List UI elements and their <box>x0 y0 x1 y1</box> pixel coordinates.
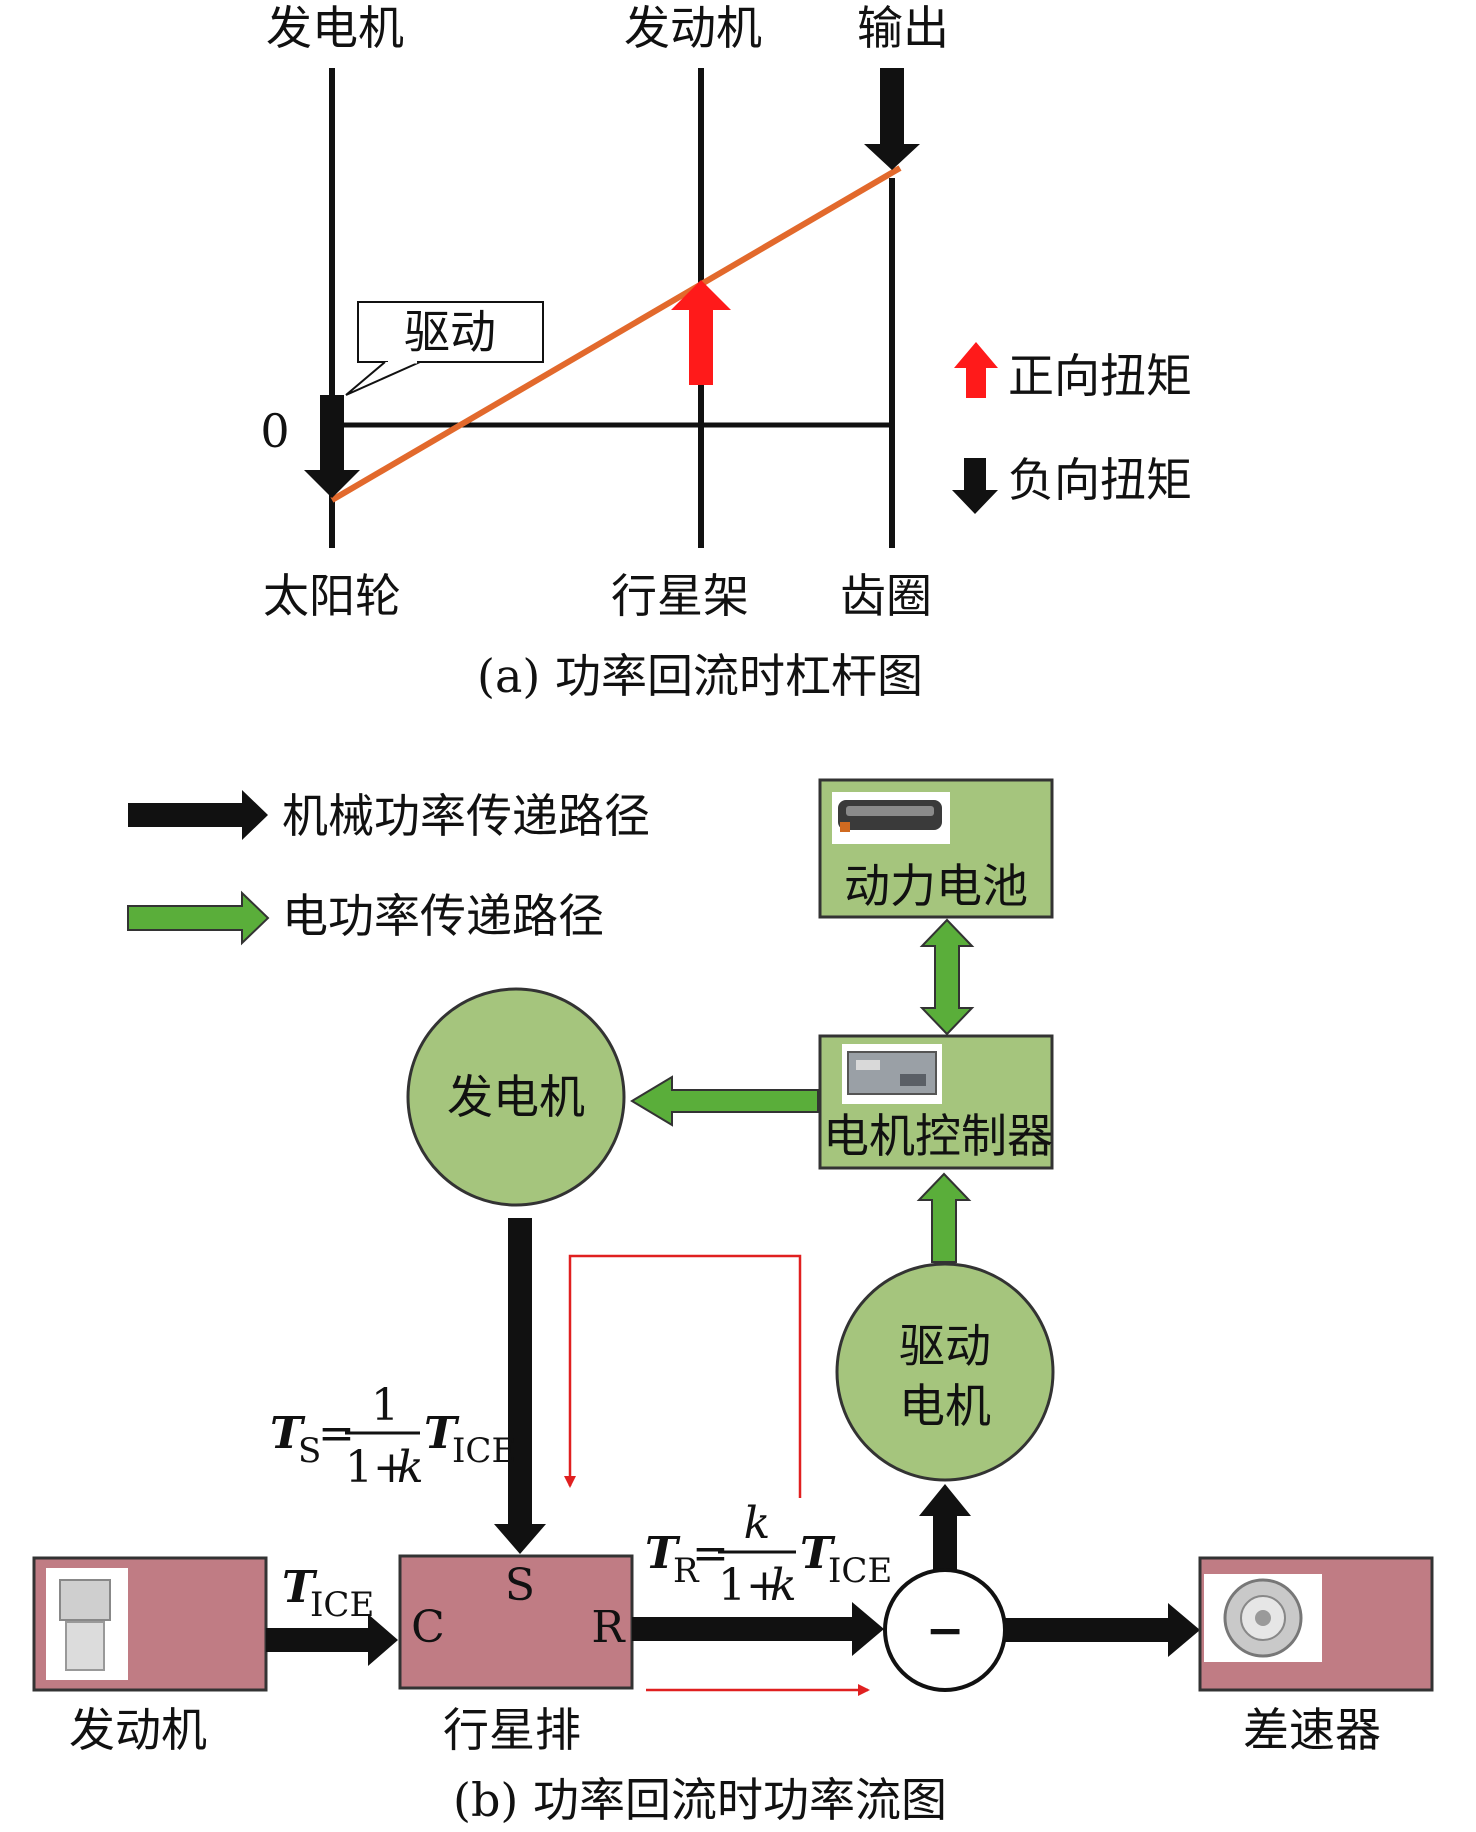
negative-torque-legend-label: 负向扭矩 <box>1008 453 1192 507</box>
caption-b: (b) 功率回流时功率流图 <box>453 1773 947 1827</box>
electrical-path-legend-arrow <box>127 890 270 946</box>
electrical-path-legend-label: 电功率传递路径 <box>282 889 604 943</box>
power-return-loop <box>564 1254 802 1498</box>
positive-torque-legend-label: 正向扭矩 <box>1008 349 1192 403</box>
drive-motor-label-line2: 电机 <box>899 1379 991 1433</box>
motor-to-controller-arrow <box>916 1172 972 1263</box>
tr-rhs-subscript: ICE <box>828 1551 892 1591</box>
junction-symbol: − <box>926 1603 965 1657</box>
ts-denominator-k: k <box>397 1442 424 1493</box>
mechanical-path-legend-arrow <box>128 790 268 840</box>
controller-to-generator-arrow <box>630 1075 819 1127</box>
positive-torque-legend-icon <box>954 342 998 398</box>
port-r-label: R <box>591 1602 626 1653</box>
drive-motor-label-line1: 驱动 <box>899 1319 991 1373</box>
formula-tice: T ICE <box>282 1562 374 1625</box>
engine-label: 发动机 <box>69 1703 207 1757</box>
port-c-label: C <box>411 1602 445 1653</box>
battery-controller-double-arrow <box>919 918 975 1036</box>
generator-node <box>406 987 626 1207</box>
carrier-positive-torque-arrow <box>671 280 731 385</box>
label-output-top: 输出 <box>857 1 949 55</box>
negative-torque-legend-icon <box>952 458 998 514</box>
ts-symbol: T <box>270 1408 306 1459</box>
tr-symbol: T <box>645 1528 681 1579</box>
planetary-label: 行星排 <box>443 1703 581 1757</box>
tice-subscript: ICE <box>310 1585 374 1625</box>
ts-numerator: 1 <box>371 1380 399 1431</box>
sun-negative-torque-arrow <box>304 395 360 498</box>
label-carrier: 行星架 <box>611 569 749 623</box>
generator-to-planetary-arrow <box>494 1218 546 1554</box>
lever-line <box>330 165 902 503</box>
generator-label: 发电机 <box>447 1070 585 1124</box>
differential-icon <box>1204 1574 1322 1662</box>
callout-box <box>357 301 544 363</box>
motor-controller-icon <box>842 1044 942 1104</box>
label-ring-gear: 齿圈 <box>840 569 932 623</box>
ts-rhs-subscript: ICE <box>452 1431 516 1471</box>
zero-label: 0 <box>260 404 289 458</box>
ts-subscript: S <box>298 1431 321 1471</box>
drive-motor-node <box>835 1262 1055 1482</box>
ts-rhs-symbol: T <box>424 1408 460 1459</box>
label-engine-top: 发动机 <box>624 1 762 55</box>
tr-denominator-k: k <box>770 1560 797 1611</box>
tr-numerator: k <box>744 1498 771 1549</box>
junction-to-differential-arrow <box>1005 1603 1200 1657</box>
formula-tr: T R = k 1+ k T ICE <box>645 1498 892 1611</box>
output-negative-torque-arrow <box>864 68 920 170</box>
differential-label: 差速器 <box>1243 1703 1381 1757</box>
lever-diagram: 发电机 发动机 输出 0 驱动 正向扭矩 负向扭矩 太阳轮 行星架 齿圈 (a)… <box>260 1 1192 703</box>
formula-ts: T S = 1 1+ k T ICE <box>270 1380 516 1493</box>
motor-controller-label: 电机控制器 <box>823 1109 1053 1163</box>
tr-rhs-symbol: T <box>800 1528 836 1579</box>
battery-label: 动力电池 <box>844 859 1028 913</box>
tr-subscript: R <box>673 1551 700 1591</box>
tr-denominator: 1+ <box>718 1560 783 1611</box>
mechanical-path-legend-label: 机械功率传递路径 <box>282 789 650 843</box>
callout-label: 驱动 <box>404 305 496 359</box>
battery-icon <box>832 792 950 844</box>
power-flow-diagram: 机械功率传递路径 电功率传递路径 动力电池 电机控制器 发电机 <box>32 778 1434 1827</box>
label-generator-top: 发电机 <box>266 1 404 55</box>
tice-symbol: T <box>282 1562 318 1613</box>
port-s-label: S <box>505 1560 535 1611</box>
engine-icon <box>46 1568 128 1680</box>
engine-to-planetary-arrow <box>266 1614 398 1666</box>
planetary-block <box>398 1554 634 1690</box>
caption-a: (a) 功率回流时杠杆图 <box>477 649 923 703</box>
planetary-to-junction-arrow <box>632 1602 884 1656</box>
ts-denominator: 1+ <box>345 1442 410 1493</box>
label-sun-gear: 太阳轮 <box>263 569 401 623</box>
callout-pointer <box>345 361 421 396</box>
junction-to-motor-arrow <box>919 1484 971 1572</box>
